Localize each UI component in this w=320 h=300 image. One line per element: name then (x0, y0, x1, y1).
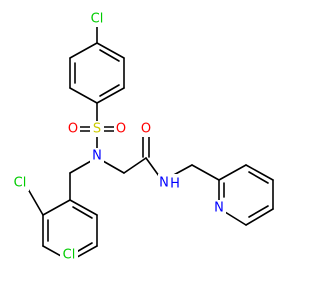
amide-nitrogen: N H (158, 174, 180, 192)
chlorine-label-para: Cl (63, 248, 76, 263)
bond-pyr-b (245, 164, 274, 181)
bond-pyr-inner-1 (248, 171, 269, 184)
atom-label-layer: Cl Cl Cl S O O N O (11, 11, 226, 263)
bond-ch2-pyridine (191, 164, 220, 181)
bond-ring2-f (69, 199, 98, 216)
chlorine-label-top: Cl (91, 12, 104, 27)
bond-ring1-d (69, 87, 98, 104)
sulfur-atom: S (90, 121, 104, 137)
amide-hydrogen-label: H (170, 177, 180, 192)
sulfonamide-nitrogen: N (90, 148, 104, 164)
bond-layer (27, 25, 274, 262)
bond-ring2-inner-3 (72, 206, 93, 219)
amide-nitrogen-label: N (159, 176, 169, 191)
chlorine-atom-ortho: Cl (11, 175, 29, 191)
bond-ring2-cl-ortho (27, 188, 44, 216)
bond-pyr-inner-2 (248, 205, 269, 218)
bond-n-ch2-benzyl (69, 160, 92, 174)
bond-ring1-c (96, 87, 125, 104)
bond-ring1-inner-1 (99, 49, 120, 62)
bond-pyr-a (218, 164, 247, 181)
sulfonyl-oxygen-left: O (66, 121, 80, 137)
molecule-structure-diagram: Cl Cl Cl S O O N O (11, 11, 274, 263)
sulfur-label: S (93, 122, 101, 137)
chlorine-atom-top: Cl (88, 11, 106, 27)
pyridine-nitrogen-label: N (214, 201, 224, 216)
bond-n-ch2-amide (102, 160, 125, 174)
bond-pyr-e (224, 211, 247, 226)
bond-carbonyl-nh (145, 157, 160, 177)
chlorine-label-ortho: Cl (14, 176, 27, 191)
sulfonyl-oxygen-label-right: O (116, 122, 126, 137)
sulfonamide-nitrogen-label: N (92, 149, 102, 164)
carbonyl-oxygen: O (139, 121, 153, 137)
bond-ring1-a (96, 42, 125, 59)
chlorine-atom-para: Cl (60, 247, 78, 263)
sulfonyl-oxygen-right: O (114, 121, 128, 137)
sulfonyl-oxygen-label-left: O (68, 122, 78, 137)
bond-ring2-a (42, 199, 71, 216)
bond-ch2-carbonyl (123, 157, 147, 174)
bond-ring1-f (69, 42, 98, 59)
pyridine-nitrogen: N (212, 200, 226, 216)
carbonyl-oxygen-label: O (141, 122, 151, 137)
bond-pyr-d (245, 208, 274, 226)
bond-ring1-inner-2 (99, 84, 120, 97)
